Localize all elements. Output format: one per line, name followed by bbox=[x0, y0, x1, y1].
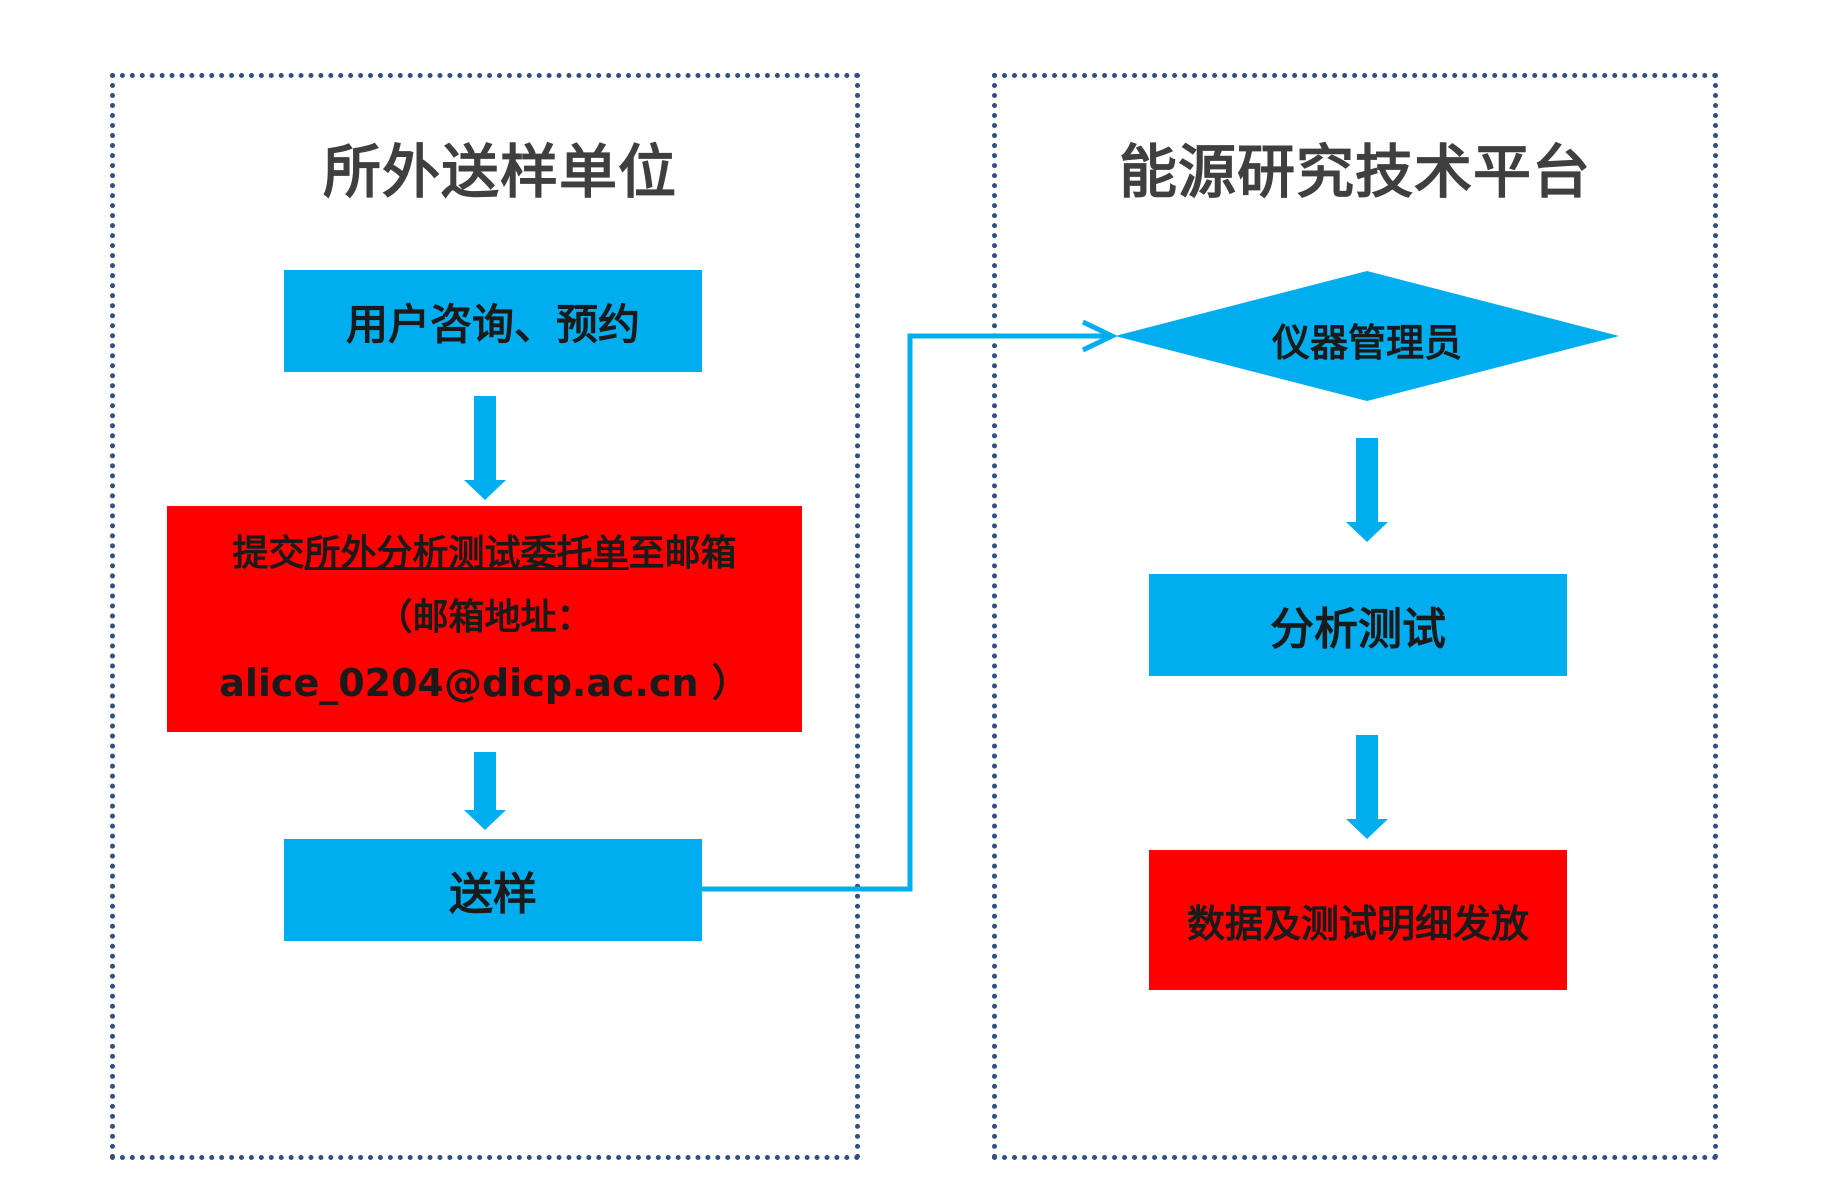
data-release-box: 数据及测试明细发放 bbox=[1149, 850, 1567, 990]
consult-reserve-box: 用户咨询、预约 bbox=[284, 270, 702, 372]
down-arrow-3 bbox=[1346, 438, 1388, 542]
down-arrow-2 bbox=[464, 752, 506, 830]
connector-arrowhead bbox=[1081, 319, 1118, 353]
sample-to-admin-connector bbox=[702, 333, 1108, 892]
instrument-admin-diamond bbox=[1115, 271, 1619, 401]
down-arrow-1 bbox=[464, 396, 506, 500]
instrument-admin-label: 仪器管理员 bbox=[1271, 321, 1462, 365]
email-address: alice_0204@dicp.ac.cn ） bbox=[219, 661, 750, 705]
submit-form-post: 至邮箱 bbox=[628, 533, 737, 574]
left-panel bbox=[110, 73, 860, 1160]
submit-form-line1: 提交所外分析测试委托单至邮箱 bbox=[232, 536, 736, 572]
send-sample-box: 送样 bbox=[284, 839, 702, 941]
left-panel-title: 所外送样单位 bbox=[322, 138, 677, 206]
right-panel bbox=[992, 73, 1718, 1160]
submit-form-pre: 提交 bbox=[232, 533, 305, 574]
email-label: （邮箱地址： bbox=[376, 597, 593, 638]
right-panel-title: 能源研究技术平台 bbox=[1118, 138, 1591, 206]
down-arrow-4 bbox=[1346, 735, 1388, 839]
submit-form-link-text: 所外分析测试委托单 bbox=[304, 533, 629, 574]
submit-form-box: 提交所外分析测试委托单至邮箱 （邮箱地址： alice_0204@dicp.ac… bbox=[167, 506, 802, 732]
analysis-test-box: 分析测试 bbox=[1149, 574, 1567, 676]
